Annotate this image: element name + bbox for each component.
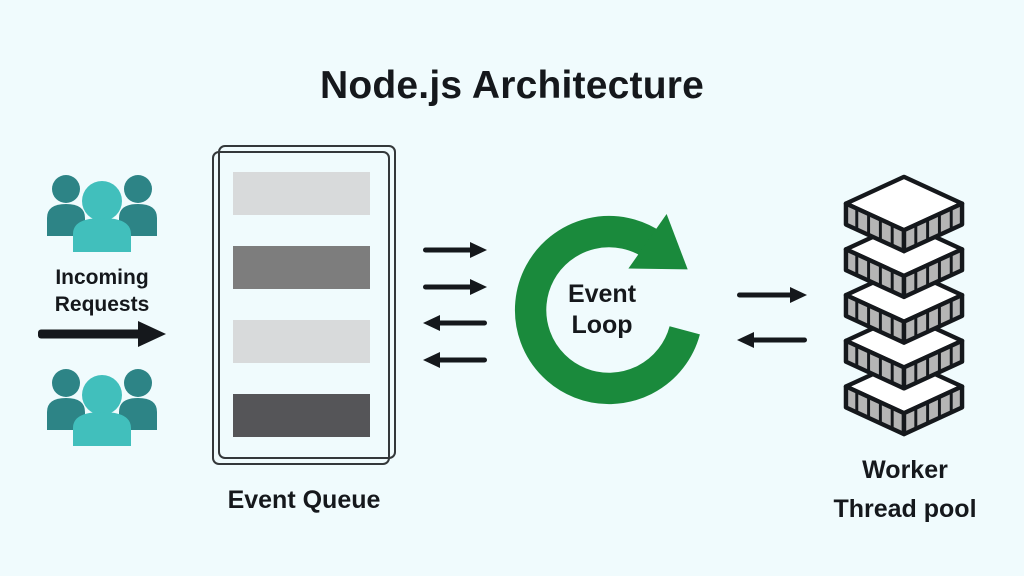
circular-arrow-icon	[514, 214, 700, 405]
worker-pool-line2: Thread pool	[833, 495, 977, 523]
arrow-head	[470, 242, 487, 258]
queue-bar-light	[233, 320, 370, 363]
queue-bar-medium	[233, 246, 370, 289]
arrow-shaft	[436, 320, 487, 326]
flow-arrow-left	[423, 351, 487, 368]
arrow-head	[423, 351, 440, 368]
arrow-shaft	[423, 247, 474, 253]
arrow-head	[737, 332, 754, 348]
queue-bars	[233, 172, 370, 437]
flow-arrow-right	[423, 278, 487, 295]
worker-pool-label: Worker Thread pool	[795, 451, 1015, 529]
users-group-icon	[42, 362, 162, 446]
flow-arrow-left	[423, 315, 487, 331]
queue-bar-light	[233, 172, 370, 215]
page-title: Node.js Architecture	[320, 64, 704, 108]
flow-arrow-right	[737, 287, 807, 303]
arrow-head	[138, 321, 166, 347]
event-loop-node: Event Loop	[511, 212, 707, 408]
event-queue-label: Event Queue	[227, 486, 381, 514]
loop-worker-arrows	[737, 287, 807, 348]
event-loop-label: Event Loop	[511, 279, 693, 341]
event-loop-line1: Event	[567, 280, 637, 308]
layer-stack-icon	[843, 174, 965, 437]
users-group-icon	[42, 168, 162, 252]
incoming-requests-line1: Incoming	[55, 266, 149, 289]
worker-pool-line1: Worker	[862, 456, 948, 484]
flow-arrow-right	[423, 242, 487, 258]
incoming-requests-arrow-icon	[38, 321, 166, 347]
event-loop-line2: Loop	[571, 311, 633, 339]
arrow-shaft	[423, 284, 474, 289]
flow-arrow-left	[737, 332, 807, 348]
loop-arrow-head	[628, 214, 688, 270]
event-queue-node	[212, 145, 396, 465]
arrow-head	[423, 315, 440, 331]
worker-pool-node	[843, 174, 965, 437]
queue-loop-arrows	[423, 242, 487, 368]
arrow-shaft	[737, 292, 794, 298]
arrow-head	[470, 278, 487, 295]
arrow-shaft	[750, 337, 807, 343]
arrow-shaft	[436, 357, 487, 362]
incoming-requests-line2: Requests	[54, 293, 150, 316]
incoming-requests-label: Incoming Requests	[22, 264, 182, 318]
queue-card-back	[218, 145, 396, 459]
queue-card-front	[212, 151, 390, 465]
arrow-head	[790, 287, 807, 303]
arrow-shaft	[38, 329, 144, 339]
queue-bar-dark	[233, 394, 370, 437]
